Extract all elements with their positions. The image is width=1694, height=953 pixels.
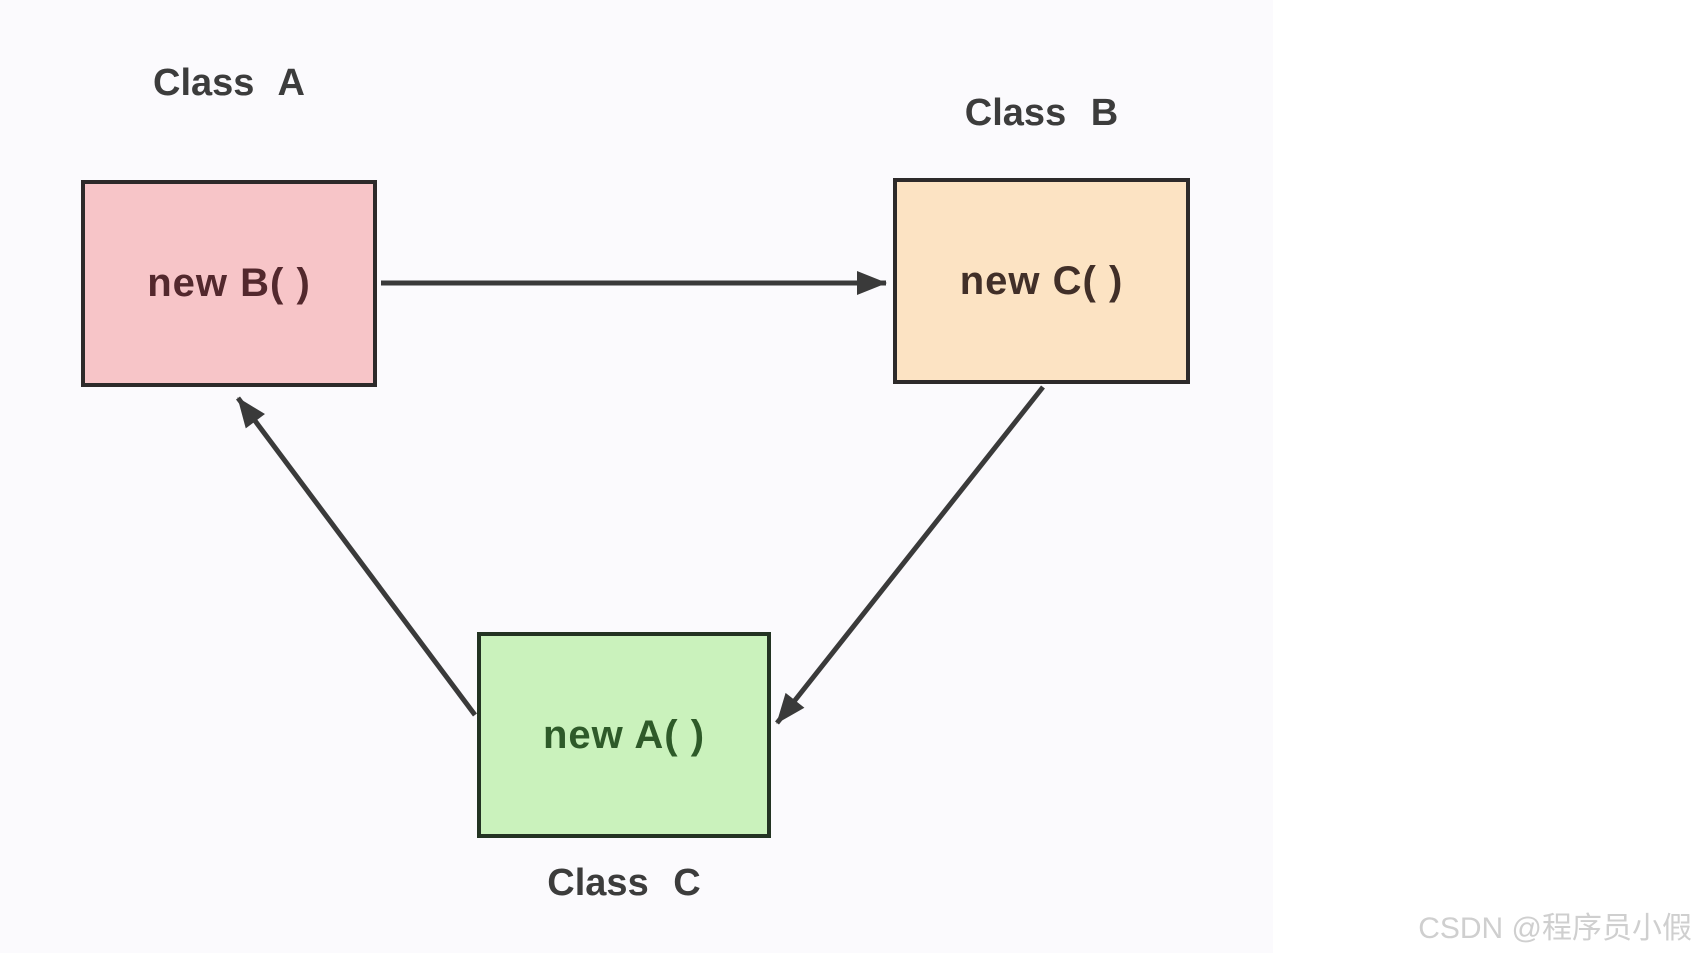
- class-b-box: new C( ): [893, 178, 1190, 384]
- csdn-watermark: CSDN @程序员小假: [1418, 912, 1692, 945]
- class-c-title: Class C: [547, 862, 701, 904]
- class-a-title: Class A: [153, 62, 305, 104]
- class-b-title: Class B: [964, 92, 1119, 134]
- class-a-body-text: new B( ): [147, 261, 311, 305]
- class-a-box: new B( ): [81, 180, 377, 387]
- class-c-body-text: new A( ): [542, 712, 706, 757]
- class-b-body-text: new C( ): [959, 258, 1124, 303]
- class-c-box: new A( ): [477, 632, 771, 838]
